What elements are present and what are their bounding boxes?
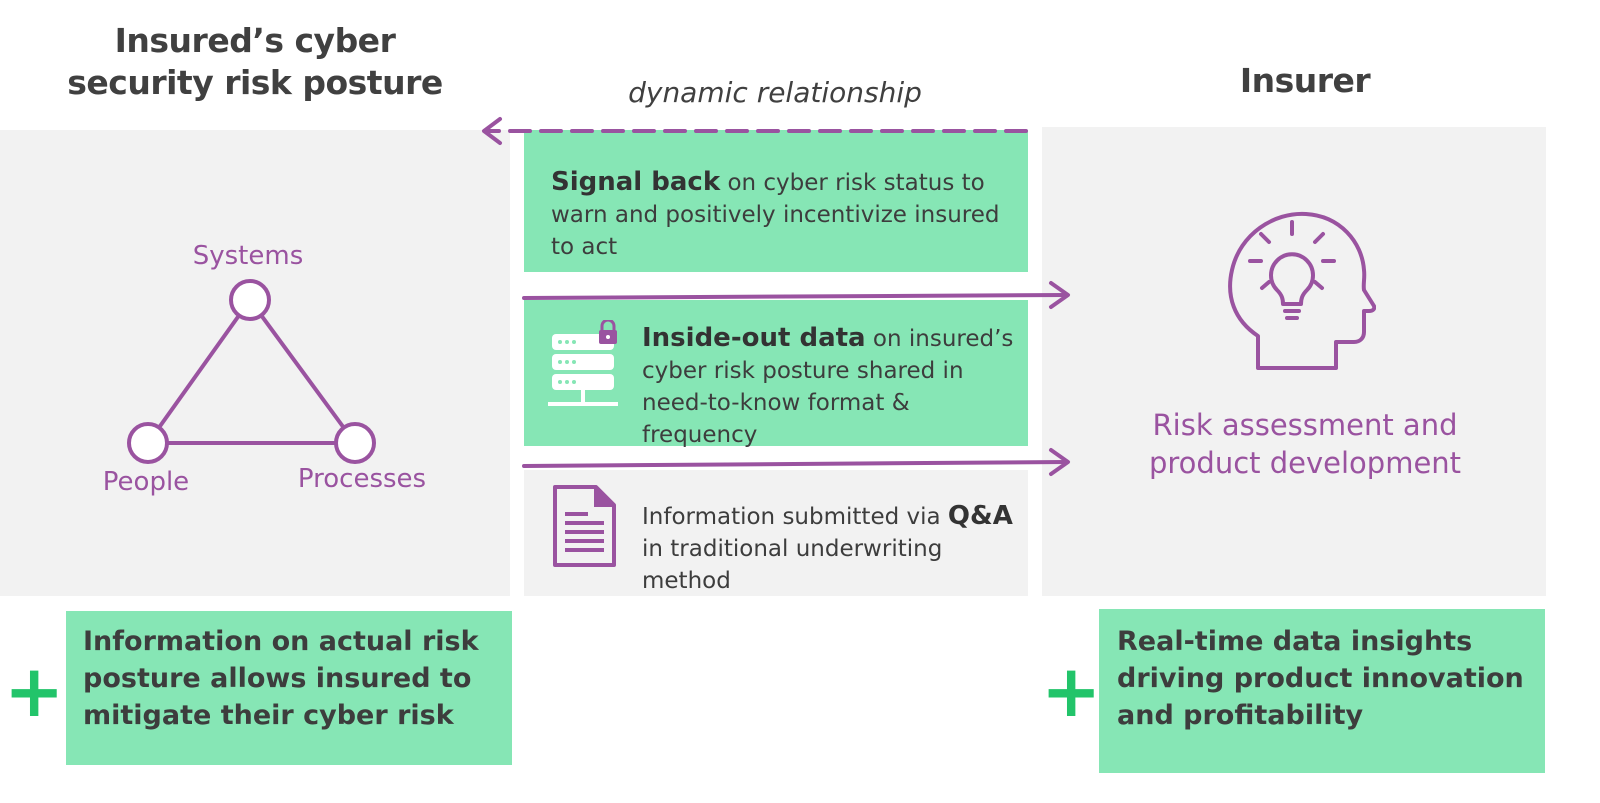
insurer-panel	[1042, 127, 1546, 596]
qa-text: Information submitted via Q&A in traditi…	[642, 500, 1026, 597]
inside-out-arrow-head	[1049, 281, 1070, 309]
qa-panel	[524, 470, 1028, 596]
document-icon	[553, 485, 616, 567]
processes-node	[334, 422, 376, 464]
systems-label: Systems	[192, 241, 304, 271]
right-title: Insurer	[1239, 61, 1371, 100]
qa-arrow-line	[522, 460, 1068, 468]
inside-out-arrow-line	[522, 293, 1068, 300]
server-lock-icon	[548, 320, 618, 406]
inside-out-box	[524, 300, 1028, 446]
right-benefit-box	[1099, 609, 1545, 773]
left-benefit-box	[66, 611, 512, 765]
signal-back-box	[524, 130, 1028, 272]
left-title: Insured’s cyber security risk posture	[67, 21, 443, 102]
signal-back-text: Signal back on cyber risk status to warn…	[551, 166, 1021, 263]
left-plus-icon: +	[4, 649, 65, 733]
insured-panel	[0, 130, 510, 596]
lightbulb-head-icon	[1228, 211, 1376, 370]
relationship-label: dynamic relationship	[628, 76, 922, 109]
people-node	[127, 422, 169, 464]
people-label: People	[102, 467, 190, 497]
qa-post: in traditional underwriting method	[642, 536, 943, 594]
dynamic-arrow-head	[482, 117, 502, 145]
systems-node	[229, 279, 271, 321]
left-benefit-text: Information on actual risk posture allow…	[83, 626, 479, 731]
triangle-diagram	[127, 279, 376, 464]
right-benefit-text: Real-time data insights driving product …	[1117, 626, 1524, 731]
signal-back-body: on cyber risk status to warn and positiv…	[551, 170, 1000, 260]
right-plus-icon: +	[1041, 649, 1102, 733]
inside-out-text: Inside-out data on insured’s cyber risk …	[642, 322, 1026, 451]
insurer-caption: Risk assessment and product development	[1148, 408, 1462, 480]
qa-arrow-head	[1049, 448, 1070, 476]
signal-back-bold: Signal back	[551, 167, 721, 197]
inside-out-body: on insured’s cyber risk posture shared i…	[642, 326, 1014, 448]
processes-label: Processes	[297, 464, 427, 494]
qa-bold: Q&A	[947, 501, 1013, 531]
inside-out-bold: Inside-out data	[642, 323, 866, 353]
qa-pre: Information submitted via	[642, 504, 948, 530]
